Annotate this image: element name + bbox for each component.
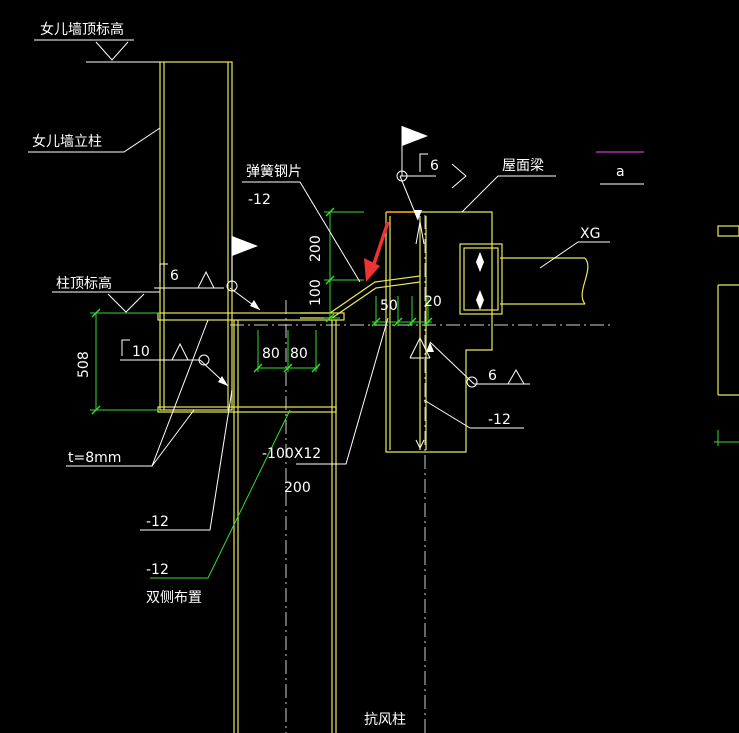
weld-circle-icon — [198, 354, 210, 366]
bolt-icon — [476, 252, 484, 272]
dim-50: 50 — [380, 298, 398, 314]
flat-bar-width-label: 200 — [284, 480, 311, 496]
flat-bar-label: -100X12 — [262, 446, 321, 462]
parapet-column — [159, 61, 233, 411]
adjacent-member — [717, 225, 739, 396]
wind-column — [233, 320, 337, 733]
weld-all-around-marks — [198, 170, 478, 388]
purlin-connection — [459, 243, 589, 315]
dim-80-b: 80 — [290, 346, 308, 362]
dim-508: 508 — [76, 351, 92, 378]
parapet-column-label: 女儿墙立柱 — [32, 133, 102, 150]
dim-100-vertical: 100 — [308, 279, 324, 306]
both-sides-label: 双侧布置 — [146, 590, 202, 606]
weld-circle-icon — [226, 280, 238, 292]
dimension-lines — [90, 211, 739, 579]
site-weld-flags — [232, 126, 428, 256]
bolt-icon — [476, 290, 484, 310]
weld-size-top: 6 — [430, 158, 439, 174]
roof-beam-label: 屋面梁 — [502, 158, 544, 174]
parapet-top-elevation-label: 女儿墙顶标高 — [40, 21, 124, 38]
weld-size-10: 10 — [132, 344, 150, 360]
dim-20: 20 — [424, 294, 442, 310]
plate-12-label-a: -12 — [146, 514, 169, 530]
centerlines — [230, 215, 610, 733]
weld-type-marks — [121, 153, 428, 356]
plate-12-label-b: -12 — [146, 562, 169, 578]
dimension-ticks — [91, 207, 433, 415]
flag-icon — [232, 236, 258, 256]
weld-circle-icon — [466, 376, 478, 388]
plate-12-label-c: -12 — [488, 412, 511, 428]
column-cap-plate — [157, 312, 345, 321]
spring-plate-label: 弹簧钢片 — [246, 164, 302, 180]
flag-icon — [402, 126, 428, 146]
column-top-elevation-label: 柱顶标高 — [56, 275, 112, 292]
xg-label: XG — [580, 226, 600, 242]
bolts — [476, 252, 484, 310]
wind-column-label: 抗风柱 — [364, 712, 406, 728]
weld-size-left: 6 — [170, 268, 179, 284]
spring-plate-thickness: -12 — [248, 192, 271, 208]
red-annotation-arrow — [364, 221, 390, 282]
roof-beam — [385, 211, 493, 453]
weld-size-right: 6 — [488, 368, 497, 384]
weld-circle-icon — [396, 170, 408, 182]
steel-members — [157, 61, 739, 733]
thickness-label: t=8mm — [68, 450, 121, 466]
arrowheads — [218, 210, 434, 386]
leader-lines — [28, 39, 644, 531]
section-a-label: a — [616, 164, 625, 180]
dim-200-vertical: 200 — [308, 235, 324, 262]
dim-80-a: 80 — [262, 346, 280, 362]
